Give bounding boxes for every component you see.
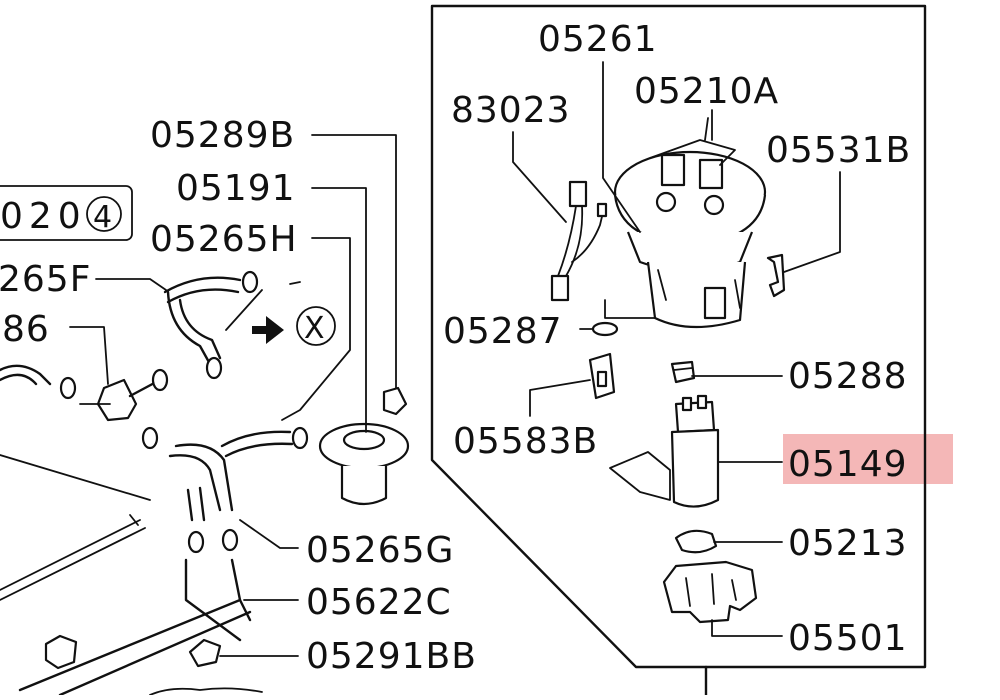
label-05288: 05288: [788, 356, 908, 397]
connector-05583b: [588, 352, 616, 400]
filter-05288: [670, 360, 696, 384]
fuel-pump-module: [613, 117, 767, 329]
label-05265h: 05265H: [150, 219, 298, 260]
retainer-05213: [674, 529, 718, 554]
hose-05265g: [168, 426, 309, 642]
label-05191: 05191: [176, 168, 296, 209]
wire-harness: [550, 180, 608, 302]
tank-assembly: [0, 364, 252, 697]
ref-box-label: 020: [0, 196, 87, 237]
label-05583b: 05583B: [453, 421, 598, 462]
o-ring: [591, 321, 619, 337]
label-05501: 05501: [788, 618, 908, 659]
label-05289b: 05289B: [150, 115, 295, 156]
label-05265f: 265F: [0, 259, 91, 300]
inset-frame: [430, 4, 927, 669]
label-05213: 05213: [788, 523, 908, 564]
arrow-to-x: X: [252, 306, 336, 346]
label-05622c: 05622C: [306, 582, 452, 623]
fuel-pump: [609, 394, 720, 508]
ref-x-label: X: [304, 311, 326, 346]
ref-box-number: 4: [93, 200, 113, 235]
label-05291bb: 05291BB: [306, 636, 477, 677]
label-83023: 83023: [451, 90, 571, 131]
hose-05265f: [163, 270, 259, 380]
clip-05291bb: [188, 638, 222, 668]
label-05287: 05287: [443, 311, 563, 352]
label-05210a: 05210A: [634, 71, 779, 112]
filler-neck: [318, 386, 410, 506]
label-86: 86: [2, 309, 50, 350]
label-05261: 05261: [538, 19, 658, 60]
label-05149: 05149: [788, 444, 908, 485]
label-05531b: 05531B: [766, 130, 911, 171]
bracket-05501: [662, 560, 758, 624]
label-05265g: 05265G: [306, 530, 454, 571]
valve-05286: [59, 368, 169, 450]
clip-05531b: [766, 253, 786, 298]
reference-box: 020 4: [0, 185, 133, 241]
